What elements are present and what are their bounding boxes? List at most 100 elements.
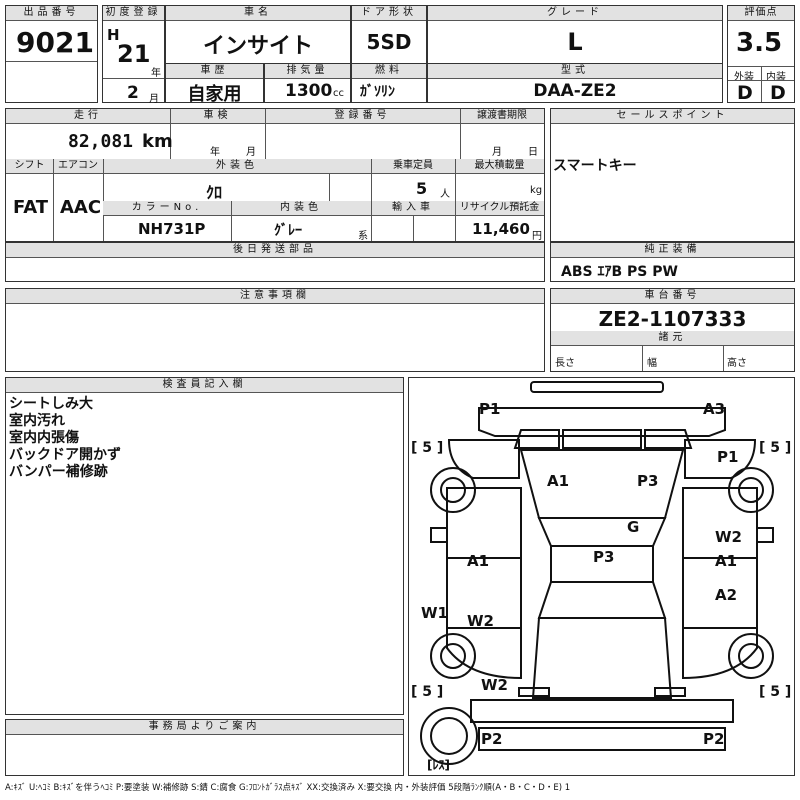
grade-value: L — [567, 28, 583, 56]
mileage-label: 走行 — [6, 109, 170, 124]
tire-front-left-label: [ 5 ] — [411, 440, 444, 456]
mark-rear-left-corner: P2 — [481, 730, 503, 748]
model-code-label: 型式 — [428, 64, 722, 79]
recycle-unit: 円 — [532, 231, 542, 242]
first-reg-month-unit: 月 — [149, 94, 159, 105]
car-name-cell: 車名 インサイト — [165, 5, 351, 65]
displacement-cell: 排気量 1300 cc — [264, 63, 351, 103]
tire-front-right-label: [ 5 ] — [759, 440, 792, 456]
transfer-month-unit: 月 — [492, 147, 502, 158]
lot-number-cell: 出品番号 9021 — [5, 5, 98, 103]
history-value: 自家用 — [187, 84, 242, 105]
mark-hood-left: A1 — [547, 472, 570, 490]
dims-width-label: 幅 — [647, 358, 657, 369]
inspector-note: バンパー補修跡 — [9, 464, 108, 480]
notes-cell: 注意事項欄 — [5, 288, 545, 372]
mark-right-rear-door: A2 — [715, 586, 738, 604]
mark-front-left-corner: P1 — [479, 400, 501, 418]
mark-left-rear-quarter: W2 — [481, 676, 508, 694]
inspector-notes: シートしみ大 室内汚れ 室内内張傷 バックドア開かず バンパー補修跡 — [9, 396, 121, 481]
first-reg-year: 21 — [117, 40, 151, 68]
mark-right-front-fender: P1 — [717, 448, 739, 466]
equipment-label: 純正装備 — [551, 243, 794, 258]
spec-block: 走行 車検 登録番号 譲渡書期限 82,081 km 年 月 月 日 シフト エ… — [5, 108, 545, 242]
max-load-label: 最大積載量 — [455, 159, 544, 174]
capacity-label: 乗車定員 — [371, 159, 455, 174]
int-color-label: 内装色 — [231, 201, 371, 216]
shift-label: シフト — [6, 159, 53, 174]
tire-rear-left-label: [ 5 ] — [411, 684, 444, 700]
car-name-value: インサイト — [202, 34, 313, 59]
mark-left-rocker: W1 — [421, 604, 448, 622]
displacement-unit: cc — [333, 88, 344, 99]
mark-left-front-door: A1 — [467, 552, 490, 570]
equipment-value: ABS ｴｱB PS PW — [561, 264, 678, 280]
first-reg-year-unit: 年 — [151, 68, 161, 79]
capacity-unit: 人 — [440, 189, 450, 200]
aircon-value: AAC — [60, 197, 102, 218]
color-no-value: NH731P — [138, 220, 206, 238]
dims-label: 諸元 — [551, 331, 794, 346]
model-code-cell: 型式 DAA-ZE2 — [427, 63, 723, 103]
aircon-label: エアコン — [53, 159, 103, 174]
mileage-value: 82,081 — [68, 131, 134, 152]
inspection-year-unit: 年 — [210, 147, 220, 158]
spare-label: [ﾚｽ] — [427, 758, 450, 772]
reg-no-label: 登録番号 — [265, 109, 460, 124]
shift-value: FAT — [13, 197, 49, 218]
tire-rear-right-label: [ 5 ] — [759, 684, 792, 700]
dims-length-label: 長さ — [555, 358, 575, 369]
fuel-value: ｶﾞｿﾘﾝ — [360, 84, 395, 100]
inspection-month-unit: 月 — [246, 147, 256, 158]
mark-hood-right: P3 — [637, 472, 659, 490]
mileage-unit: km — [142, 131, 173, 152]
history-label: 車歴 — [166, 64, 263, 79]
displacement-value: 1300 — [285, 81, 333, 101]
fuel-cell: 燃料 ｶﾞｿﾘﾝ — [351, 63, 427, 103]
recycle-label: リサイクル預託金 — [455, 201, 544, 216]
door-value: 5SD — [366, 30, 412, 54]
mark-front-right-corner: A3 — [703, 400, 726, 418]
score-label: 評価点 — [728, 6, 794, 21]
inspector-cell: 検査員記入欄 シートしみ大 室内汚れ 室内内張傷 バックドア開かず バンパー補修… — [5, 377, 404, 715]
chassis-value: ZE2-1107333 — [598, 307, 747, 331]
mark-windshield: G — [627, 518, 640, 536]
model-code-value: DAA-ZE2 — [533, 81, 617, 101]
door-label: ドア形状 — [352, 6, 426, 21]
sales-point-cell: セールスポイント スマートキー — [550, 108, 795, 242]
int-color-unit: 系 — [358, 231, 368, 242]
inspection-label: 車検 — [170, 109, 265, 124]
grade-cell: グレード L — [427, 5, 723, 65]
int-score-value: D — [770, 82, 786, 104]
score-value: 3.5 — [736, 28, 783, 58]
grade-label: グレード — [428, 6, 722, 21]
fuel-label: 燃料 — [352, 64, 426, 79]
score-cell: 評価点 3.5 外装 内装 D D — [727, 5, 795, 104]
equipment-cell: 純正装備 ABS ｴｱB PS PW — [550, 242, 795, 282]
lot-number-label: 出品番号 — [6, 6, 97, 21]
later-parts-label: 後日発送部品 — [6, 243, 544, 258]
first-reg-era: H — [107, 26, 120, 44]
inspector-note: バックドア開かず — [9, 447, 121, 463]
legend-text: A:ｷｽﾞ U:ﾍｺﾐ B:ｷｽﾞを伴うﾍｺﾐ P:要塗装 W:補修跡 S:錆 … — [5, 783, 571, 793]
recycle-value: 11,460 — [472, 220, 530, 238]
office-cell: 事務局よりご案内 — [5, 719, 404, 776]
sales-point-label: セールスポイント — [551, 109, 794, 124]
mark-right-front-door-lower: A1 — [715, 552, 738, 570]
chassis-cell: 車台番号 ZE2-1107333 諸元 長さ 幅 高さ — [550, 288, 795, 372]
inspector-note: 室内汚れ — [9, 413, 65, 429]
history-cell: 車歴 自家用 — [165, 63, 264, 105]
lot-number-value: 9021 — [16, 26, 94, 59]
inspector-label: 検査員記入欄 — [6, 378, 403, 393]
sales-point-value: スマートキー — [553, 158, 637, 174]
displacement-label: 排気量 — [265, 64, 350, 79]
inspector-note: シートしみ大 — [9, 396, 93, 412]
transfer-day-unit: 日 — [528, 147, 538, 158]
first-registration-label: 初度登録 — [103, 6, 164, 21]
ext-score-label: 外装 — [734, 72, 754, 83]
office-label: 事務局よりご案内 — [6, 720, 403, 735]
capacity-value: 5 — [416, 179, 428, 198]
ext-color-label: 外装色 — [103, 159, 371, 174]
mark-left-rear-door: W2 — [467, 612, 494, 630]
import-label: 輸入車 — [371, 201, 455, 216]
